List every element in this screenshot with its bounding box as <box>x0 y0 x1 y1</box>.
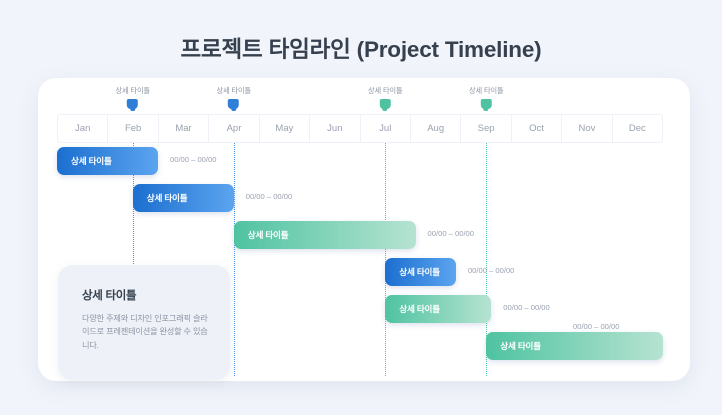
milestone-marker[interactable]: 상세 타이틀 <box>116 86 150 109</box>
milestone-marker[interactable]: 상세 타이틀 <box>217 86 251 109</box>
milestone-label: 상세 타이틀 <box>216 86 252 95</box>
month-cell-mar[interactable]: Mar <box>159 115 210 142</box>
milestone-label: 상세 타이틀 <box>115 86 151 95</box>
timeline-row: 상세 타이틀 00/00 – 00/00 <box>57 217 663 254</box>
flag-marker-icon <box>127 99 139 109</box>
task-bar-label: 상세 타이틀 <box>146 193 188 203</box>
info-card-body: 다양한 주제와 디자인 인포그래픽 슬라이드로 프레젠테이션을 완성할 수 있습… <box>82 314 208 350</box>
month-cell-feb[interactable]: Feb <box>108 115 159 142</box>
month-cell-aug[interactable]: Aug <box>411 115 462 142</box>
milestone-marker[interactable]: 상세 타이틀 <box>469 86 504 109</box>
month-cell-oct[interactable]: Oct <box>512 115 563 142</box>
month-cell-jun[interactable]: Jun <box>310 115 361 142</box>
task-bar-label: 상세 타이틀 <box>71 156 112 166</box>
month-cell-dec[interactable]: Dec <box>628 123 646 134</box>
task-bar[interactable]: 상세 타이틀 <box>385 258 456 286</box>
task-date-label: 00/00 – 00/00 <box>245 192 293 201</box>
task-bar-label: 상세 타이틀 <box>399 267 440 277</box>
task-bar[interactable]: 상세 타이틀 <box>385 295 492 323</box>
task-bar[interactable]: 상세 타이틀 <box>486 332 663 360</box>
month-cell-apr[interactable]: Apr <box>209 115 260 142</box>
timeline-row: 상세 타이틀 00/00 – 00/00 <box>57 291 663 328</box>
guide-line <box>132 143 134 376</box>
flag-marker-icon <box>480 99 492 109</box>
task-bar[interactable]: 상세 타이틀 <box>233 221 416 249</box>
milestone-label: 상세 타이틀 <box>368 86 403 95</box>
milestone-label: 상세 타이틀 <box>469 86 504 95</box>
guide-line <box>486 143 488 376</box>
task-bar-label: 상세 타이틀 <box>247 230 289 240</box>
month-cell-nov[interactable]: Nov <box>562 115 613 142</box>
task-date-label: 00/00 – 00/00 <box>467 266 515 275</box>
month-cell-jan[interactable]: Jan <box>58 115 109 142</box>
milestone-marker[interactable]: 상세 타이틀 <box>368 86 403 109</box>
page-title: 프로젝트 타임라인 (Project Timeline) <box>180 37 542 62</box>
month-cell-may[interactable]: May <box>260 115 311 142</box>
timeline-row: 상세 타이틀 00/00 – 00/00 <box>57 322 663 365</box>
month-cell-jul[interactable]: Jul <box>361 115 411 142</box>
task-date-label: 00/00 – 00/00 <box>427 229 474 238</box>
task-date-label: 00/00 – 00/00 <box>503 303 550 312</box>
task-bar-label: 상세 타이틀 <box>399 304 440 314</box>
guide-line <box>233 143 235 376</box>
timeline-row: 상세 타이틀 00/00 – 00/00 <box>57 254 663 291</box>
month-cell-sep[interactable]: Sep <box>461 115 512 142</box>
task-date-label: 00/00 – 00/00 <box>573 322 620 331</box>
timeline-row: 상세 타이틀 00/00 – 00/00 <box>57 143 663 180</box>
flag-marker-icon <box>228 99 240 109</box>
flag-marker-icon <box>379 99 391 109</box>
task-bar[interactable]: 상세 타이틀 <box>57 147 158 175</box>
info-card-title: 상세 타이틀 <box>82 290 137 302</box>
task-bar[interactable]: 상세 타이틀 <box>132 184 234 212</box>
timeline-row: 상세 타이틀 00/00 – 00/00 <box>57 180 663 217</box>
task-date-label: 00/00 – 00/00 <box>170 155 217 164</box>
task-bar-label: 상세 타이틀 <box>500 341 541 351</box>
info-card: 상세 타이틀 다양한 주제와 디자인 인포그래픽 슬라이드로 프레젠테이션을 완… <box>58 265 230 380</box>
